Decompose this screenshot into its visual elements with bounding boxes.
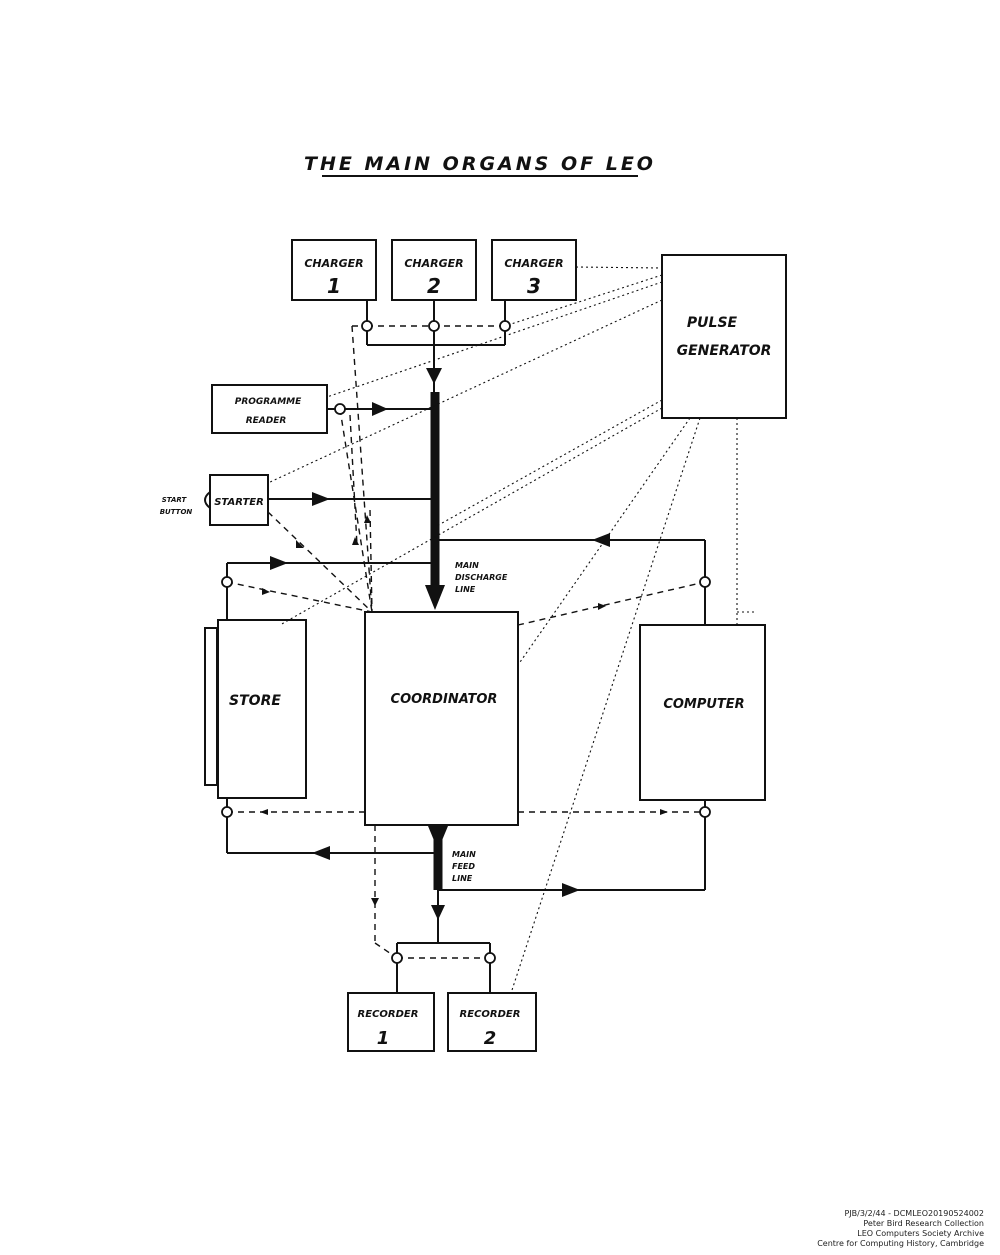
svg-text:CHARGER: CHARGER [404,257,463,270]
svg-text:LINE: LINE [455,585,476,594]
store-output-line [226,556,435,620]
coordinator-box: COORDINATOR [364,611,519,826]
svg-text:FEED: FEED [452,862,475,871]
archive-collection: Peter Bird Research Collection [863,1219,984,1228]
charger-3-box: CHARGER 3 [491,239,577,301]
charger-1-box: CHARGER 1 [291,239,377,301]
gate-nodes [221,320,711,964]
store-input-line [226,798,438,860]
control-arrowheads [260,515,668,906]
archive-centre: Centre for Computing History, Cambridge [817,1239,984,1248]
svg-text:COORDINATOR: COORDINATOR [391,692,498,707]
svg-text:STORE: STORE [229,693,281,709]
charger-2-box: CHARGER 2 [391,239,477,301]
svg-text:CHARGER: CHARGER [504,257,563,270]
svg-text:PROGRAMME: PROGRAMME [235,397,302,407]
svg-text:STARTER: STARTER [214,497,264,508]
svg-text:COMPUTER: COMPUTER [663,697,744,712]
main-feed-line: MAIN FEED LINE [428,825,476,890]
svg-text:LINE: LINE [452,874,473,883]
charger-bus [366,300,506,392]
recorder-1-box: RECORDER 1 [347,992,435,1052]
svg-text:MAIN: MAIN [455,561,479,570]
recorder-2-box: RECORDER 2 [447,992,537,1052]
main-discharge-line: MAIN DISCHARGE LINE [425,392,508,610]
svg-text:2: 2 [427,274,441,298]
computer-input-line [438,800,706,897]
recorder-bus [396,890,491,993]
starter-box: STARTER [209,474,269,526]
svg-text:GENERATOR: GENERATOR [677,343,772,359]
svg-text:1: 1 [377,1028,390,1049]
svg-text:CHARGER: CHARGER [304,257,363,270]
starter-feed-line [268,492,435,506]
start-button-icon [204,491,211,509]
pulse-generator-box: PULSE GENERATOR [661,254,787,419]
svg-text:READER: READER [246,416,287,426]
svg-text:START: START [162,496,188,504]
archive-reference: PJB/3/2/44 - DCMLEO20190524002 [844,1209,984,1218]
archive-caption: PJB/3/2/44 - DCMLEO20190524002 Peter Bir… [817,1209,984,1249]
svg-text:MAIN: MAIN [452,850,476,859]
store-box: STORE [204,619,307,799]
svg-text:1: 1 [327,274,341,298]
svg-text:PULSE: PULSE [687,315,738,331]
svg-text:DISCHARGE: DISCHARGE [455,573,508,582]
svg-text:2: 2 [484,1028,497,1049]
svg-text:BUTTON: BUTTON [160,508,193,516]
computer-box: COMPUTER [639,624,766,801]
programme-reader-box: PROGRAMME READER [211,384,328,434]
svg-text:3: 3 [527,274,541,298]
diagram-title: THE MAIN ORGANS OF LEO [304,153,656,175]
svg-text:RECORDER: RECORDER [460,1009,521,1020]
pulse-lines [267,266,757,991]
archive-society: LEO Computers Society Archive [857,1229,984,1238]
start-button-label: START BUTTON [160,491,211,516]
svg-text:RECORDER: RECORDER [358,1009,419,1020]
